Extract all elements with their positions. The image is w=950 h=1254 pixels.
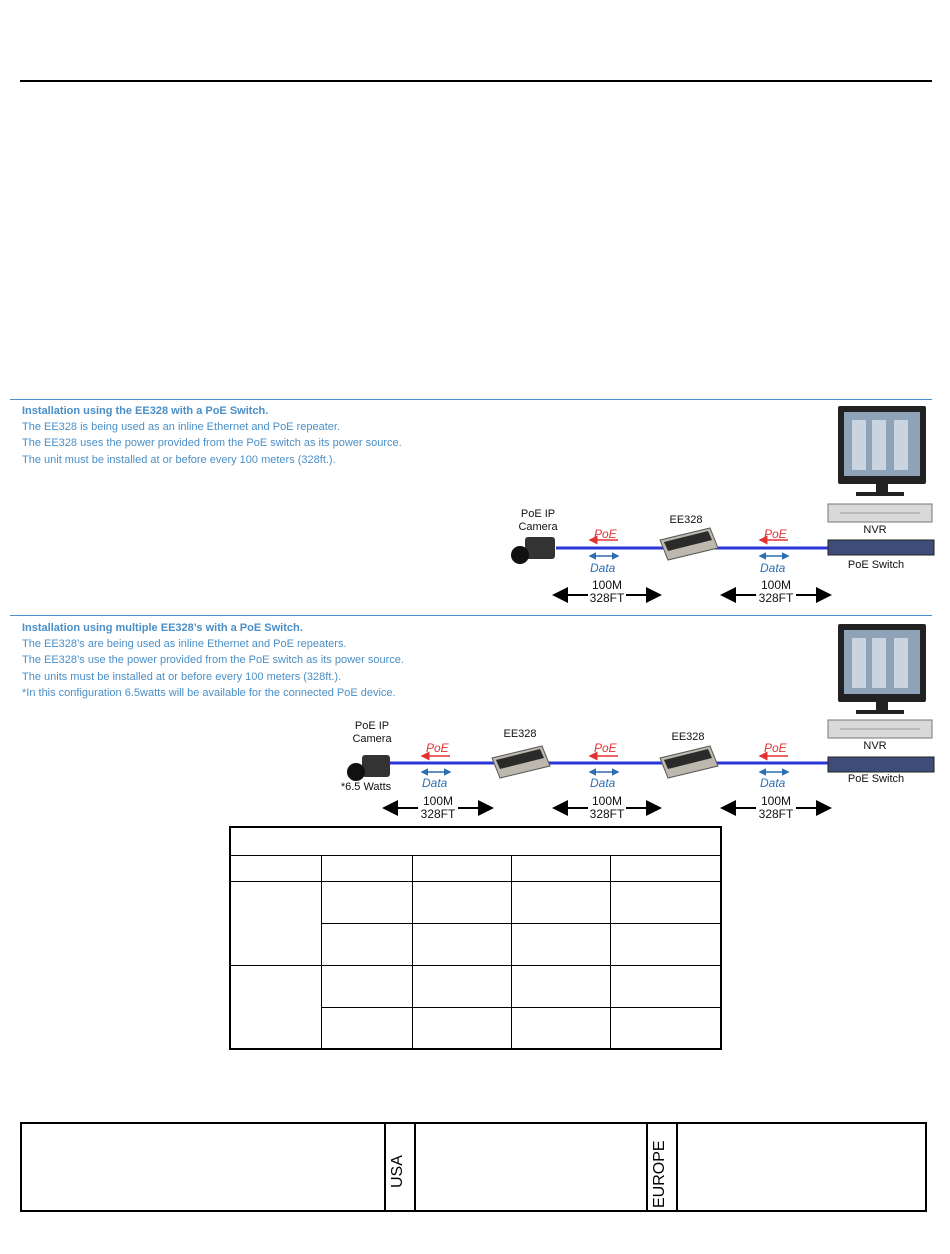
panel2-switch-label: PoE Switch [847, 773, 905, 785]
table-cell [229, 880, 322, 966]
table-cell [412, 1006, 512, 1050]
panel1-diagram [511, 406, 935, 603]
panel1-camera-label: PoE IP Camera [518, 508, 558, 533]
poe-label: PoE [426, 741, 449, 755]
panel1-nvr-label: NVR [863, 524, 887, 536]
panel2-line: The EE328’s use the power provided from … [22, 654, 404, 667]
distance-label: 100M 328FT [420, 794, 456, 821]
monitor-icon [838, 624, 926, 714]
table-cell [412, 964, 512, 1008]
table-cell [511, 922, 611, 966]
panel1-line: The EE328 uses the power provided from t… [22, 437, 402, 450]
table-cell [610, 964, 722, 1008]
nvr-icon [827, 503, 933, 523]
panel1-caption: Installation using the EE328 with a PoE … [22, 403, 402, 468]
panel1-repeater-label: EE328 [669, 514, 703, 526]
table-cell [321, 854, 413, 882]
usa-label: USA [389, 1155, 406, 1188]
monitor-icon [838, 406, 926, 496]
table-cell [321, 1006, 413, 1050]
table-header-cell [229, 826, 722, 856]
panel2-nvr-label: NVR [863, 740, 887, 752]
panel2-title: Installation using multiple EE328’s with… [22, 622, 303, 634]
table-cell [321, 922, 413, 966]
table-cell [412, 854, 512, 882]
panel2-repeater-label: EE328 [671, 731, 705, 743]
table-cell [511, 1006, 611, 1050]
footer-usa-divider [384, 1124, 416, 1210]
panel1-title: Installation using the EE328 with a PoE … [22, 405, 269, 417]
poe-label: PoE [764, 527, 787, 541]
europe-label: EUROPE [651, 1140, 668, 1208]
panel2-line: The EE328’s are being used as inline Eth… [22, 638, 347, 651]
data-label: Data [590, 561, 616, 575]
header-rule [20, 80, 932, 82]
data-label: Data [760, 561, 786, 575]
panel2-line: The units must be installed at or before… [22, 670, 342, 683]
distance-label: 100M 328FT [758, 578, 794, 605]
panel1-switch-label: PoE Switch [847, 559, 905, 571]
table-cell [610, 854, 722, 882]
table-cell [229, 964, 322, 1050]
panel2-caption: Installation using multiple EE328’s with… [22, 620, 404, 701]
table-cell [412, 922, 512, 966]
table-cell [412, 880, 512, 924]
poe-label: PoE [764, 741, 787, 755]
table-cell [610, 922, 722, 966]
data-label: Data [590, 776, 616, 790]
distance-label: 100M 328FT [589, 794, 625, 821]
data-label: Data [760, 776, 786, 790]
poe-switch-icon [827, 756, 935, 773]
table-cell [511, 880, 611, 924]
table-cell [321, 880, 413, 924]
panel2-camera-label: PoE IP Camera [352, 720, 392, 745]
nvr-icon [827, 719, 933, 739]
panel1-line: The unit must be installed at or before … [22, 453, 336, 466]
table-cell [321, 964, 413, 1008]
panel2-line: *In this configuration 6.5watts will be … [22, 686, 396, 699]
panel2-watts-label: *6.5 Watts [340, 781, 392, 793]
camera-icon [347, 755, 390, 781]
table-cell [229, 854, 322, 882]
ee328-device-icon [491, 745, 551, 779]
table-cell [610, 1006, 722, 1050]
poe-label: PoE [594, 527, 617, 541]
camera-icon [511, 537, 555, 564]
panel2-top-rule [10, 615, 932, 616]
panel1-line: The EE328 is being used as an inline Eth… [22, 421, 340, 434]
ee328-device-icon [659, 745, 719, 779]
distance-label: 100M 328FT [589, 578, 625, 605]
table-cell [610, 880, 722, 924]
distance-label: 100M 328FT [758, 794, 794, 821]
table-cell [511, 854, 611, 882]
poe-label: PoE [594, 741, 617, 755]
poe-switch-icon [827, 539, 935, 556]
spec-table [229, 826, 722, 1050]
data-label: Data [422, 776, 448, 790]
panel1-top-rule [10, 399, 932, 400]
table-cell [511, 964, 611, 1008]
ee328-device-icon [659, 527, 719, 561]
footer-europe-divider [646, 1124, 678, 1210]
panel2-repeater-label: EE328 [503, 728, 537, 740]
footer-box: USA EUROPE [20, 1122, 927, 1212]
panel2-diagram [347, 624, 935, 816]
